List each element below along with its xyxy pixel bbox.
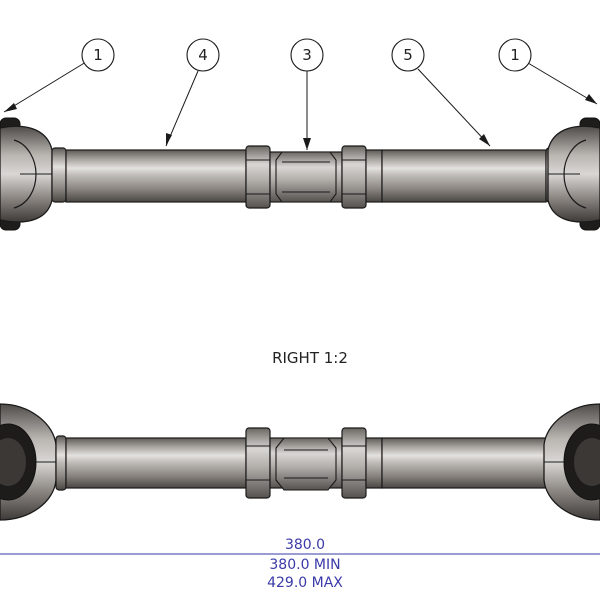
dimension-max: 429.0 MAX — [267, 575, 343, 591]
right-tube — [381, 149, 547, 203]
balloon-label: 3 — [302, 46, 312, 64]
view-label: RIGHT 1:2 — [272, 349, 348, 367]
dimension-min: 380.0 MIN — [269, 557, 340, 573]
balloon-1-right: 1 — [498, 38, 598, 105]
balloon-label: 4 — [198, 46, 208, 64]
balloon-label: 1 — [93, 46, 103, 64]
bottom-right-jam-nut — [341, 427, 367, 499]
left-jam-nut — [245, 145, 271, 209]
bottom-right-rod-end — [543, 403, 600, 521]
right-rod-end — [547, 117, 600, 231]
top-view-assembly — [0, 117, 600, 231]
balloon-label: 1 — [510, 46, 520, 64]
bottom-adjuster-body — [269, 437, 343, 491]
left-rod-end — [0, 117, 53, 231]
balloon-callouts: 1 4 3 5 1 — [3, 38, 598, 150]
balloon-4: 4 — [165, 38, 220, 147]
balloon-5: 5 — [391, 38, 491, 147]
balloon-3: 3 — [290, 38, 324, 150]
overall-length-dimension: 380.0 380.0 MIN 429.0 MAX — [0, 537, 600, 591]
dimension-nominal: 380.0 — [285, 537, 325, 553]
left-tube — [65, 149, 247, 203]
balloon-label: 5 — [403, 46, 413, 64]
adjuster-body — [269, 151, 343, 203]
balloon-1-left: 1 — [3, 38, 115, 113]
bottom-left-jam-nut — [245, 427, 271, 499]
right-jam-nut — [341, 145, 367, 209]
bottom-left-rod-end — [0, 403, 57, 521]
bottom-view-assembly — [0, 403, 600, 521]
